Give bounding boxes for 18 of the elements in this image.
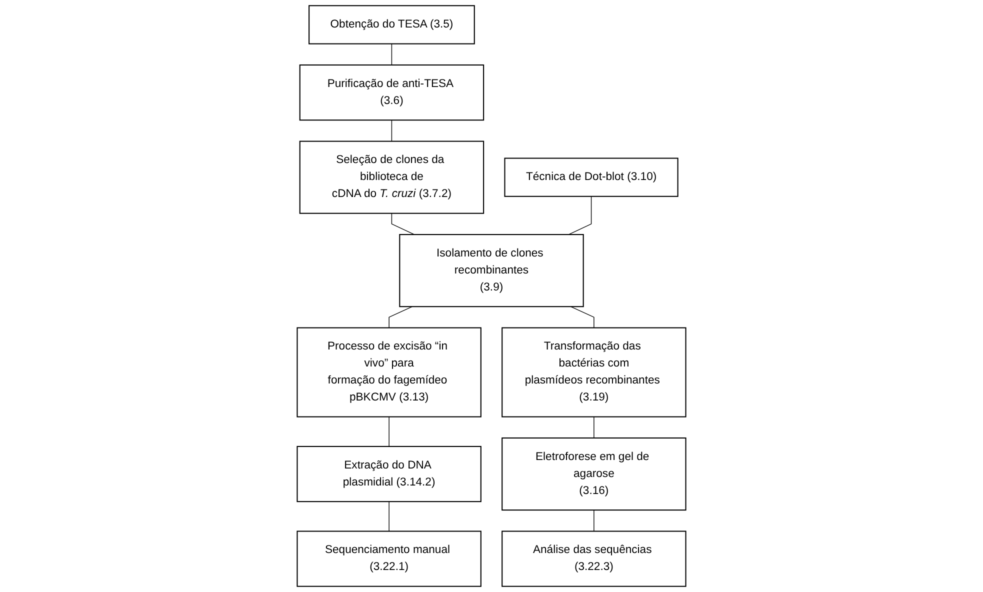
node-box: Obtenção do TESA (3.5) [308, 5, 475, 44]
connector [388, 416, 390, 447]
connector [391, 120, 392, 142]
node-box: Seleção de clones da biblioteca de cDNA do T. cruzi (3.7.2) [299, 140, 484, 214]
connector [388, 501, 390, 532]
node-box: Isolamento de clones recombinantes (3.9) [399, 234, 584, 308]
connector [570, 306, 594, 328]
node-box: Extração do DNA plasmidial (3.14.2) [296, 446, 482, 502]
connector [388, 306, 413, 328]
node-box: Eletroforese em gel de agarose (3.16) [502, 437, 686, 511]
connector [391, 213, 415, 235]
node-box: Técnica de Dot-blot (3.10) [504, 158, 678, 197]
node-box: Análise das sequências (3.22.3) [502, 530, 686, 587]
node-box: Sequenciamento manual (3.22.1) [296, 530, 482, 587]
connector [391, 43, 392, 66]
node-box: Processo de excisão “in vivo” para formação do fagemídeo pBKCMV (3.13) [296, 327, 482, 418]
node-box: Transformação das bactérias com plasmídeos recombinantes (3.19) [502, 327, 686, 418]
node-box: Purificação de anti-TESA (3.6) [299, 64, 484, 121]
